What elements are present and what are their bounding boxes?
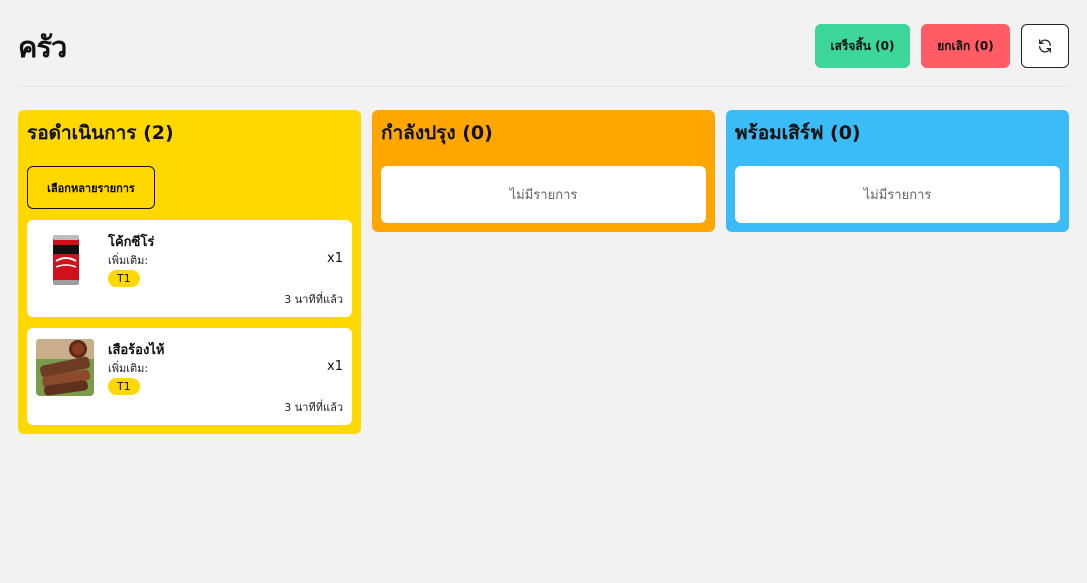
- item-quantity: x1: [327, 251, 343, 266]
- cancel-button[interactable]: ยกเลิก (0): [921, 24, 1010, 68]
- item-image-coke-zero: [36, 231, 94, 288]
- column-cooking: กำลังปรุง (0) ไม่มีรายการ: [372, 110, 715, 232]
- item-quantity: x1: [327, 359, 343, 374]
- empty-state: ไม่มีรายการ: [381, 166, 706, 223]
- column-title-pending: รอดำเนินการ (2): [27, 122, 174, 144]
- item-name: โค้กซีโร่: [108, 235, 155, 250]
- order-card[interactable]: โค้กซีโร่ เพิ่มเติม: x1 T1 3 นาทีที่แล้ว: [27, 220, 352, 317]
- header-actions: เสร็จสิ้น (0) ยกเลิก (0): [815, 24, 1069, 68]
- extras-label: เพิ่มเติม:: [108, 362, 149, 375]
- refresh-button[interactable]: [1021, 24, 1069, 68]
- order-time: 3 นาทีที่แล้ว: [284, 401, 343, 414]
- select-multiple-button[interactable]: เลือกหลายรายการ: [27, 166, 155, 209]
- order-card[interactable]: เสือร้องไห้ เพิ่มเติม: x1 T1 3 นาทีที่แล…: [27, 328, 352, 425]
- extras-label: เพิ่มเติม:: [108, 254, 149, 267]
- refresh-icon: [1039, 39, 1051, 53]
- item-image-crying-tiger: [36, 339, 94, 396]
- column-ready: พร้อมเสิร์ฟ (0) ไม่มีรายการ: [726, 110, 1069, 232]
- table-badge: T1: [108, 378, 140, 395]
- table-badge: T1: [108, 270, 140, 287]
- page-title: ครัว: [18, 30, 67, 64]
- column-title-cooking: กำลังปรุง (0): [381, 122, 493, 144]
- column-title-ready: พร้อมเสิร์ฟ (0): [735, 122, 861, 144]
- empty-state: ไม่มีรายการ: [735, 166, 1060, 223]
- header-divider: [18, 86, 1069, 87]
- item-name: เสือร้องไห้: [108, 343, 165, 358]
- done-button[interactable]: เสร็จสิ้น (0): [815, 24, 910, 68]
- column-pending: รอดำเนินการ (2) เลือกหลายรายการ โค้กซีโร…: [18, 110, 361, 434]
- order-time: 3 นาทีที่แล้ว: [284, 293, 343, 306]
- page-header: ครัว เสร็จสิ้น (0) ยกเลิก (0): [18, 22, 1069, 70]
